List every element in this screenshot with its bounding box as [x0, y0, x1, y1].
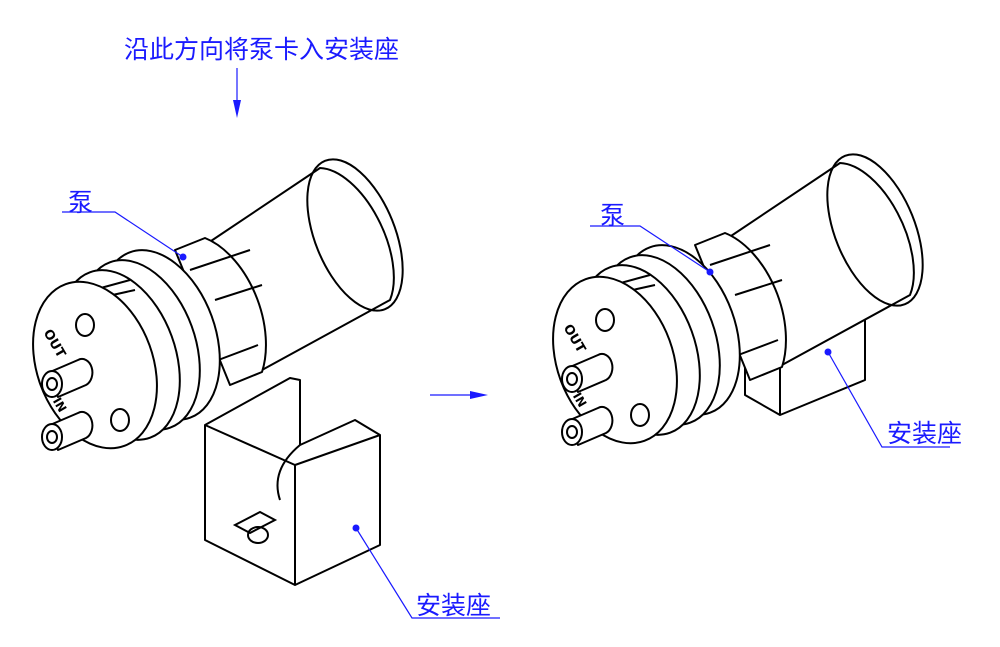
port-label-in-right: IN [570, 390, 589, 410]
arrow-right-icon [470, 391, 488, 399]
instruction-text: 沿此方向将泵卡入安装座 [124, 35, 400, 64]
mount-left [204, 377, 381, 586]
pump-label-left: 泵 [68, 188, 94, 217]
port-label-in: IN [50, 395, 69, 415]
pump-label-right: 泵 [600, 201, 626, 230]
mount-label-left: 安装座 [416, 591, 492, 620]
mount-label-right: 安装座 [887, 419, 963, 448]
pump-right [530, 139, 944, 462]
annotations [62, 68, 950, 619]
arrow-down-icon [233, 100, 241, 118]
